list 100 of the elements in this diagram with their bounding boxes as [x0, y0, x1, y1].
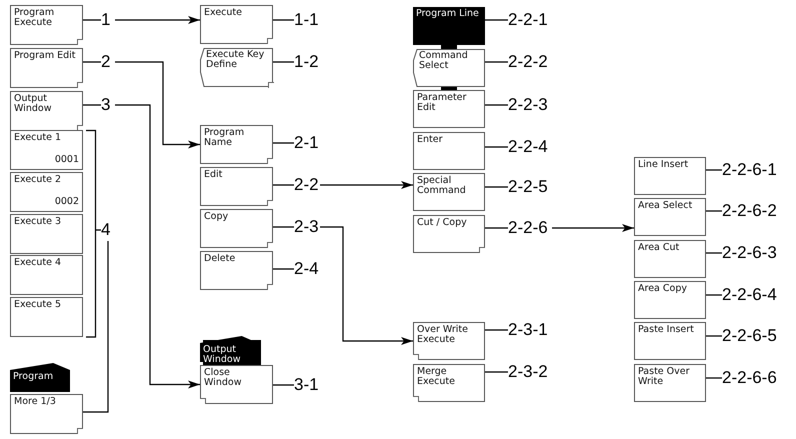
key-label: Close Window [204, 368, 242, 388]
leader-line [485, 19, 508, 21]
leader-line [706, 377, 722, 379]
key-label: Area Cut [638, 243, 680, 253]
softkey [200, 251, 273, 290]
softkey [413, 132, 485, 170]
callout-number: 2 [101, 51, 115, 73]
softkey [200, 365, 273, 404]
leader-line [485, 227, 508, 229]
key-label: Copy [204, 212, 230, 222]
callout-number: 2-2-6-5 [722, 325, 784, 347]
leader-line [485, 186, 508, 188]
arrow [115, 61, 200, 148]
callout-number: 2-2-2 [508, 51, 552, 73]
leader-line [273, 268, 294, 270]
softkey [413, 215, 485, 253]
key-label: Execute 2 [14, 175, 62, 185]
key-label: Merge Execute [417, 367, 456, 387]
softkey [200, 5, 273, 44]
key-value: 0002 [54, 197, 79, 207]
callout-number: 2-2-1 [508, 9, 552, 31]
softkey [10, 91, 83, 131]
key-label: Execute 1 [14, 133, 62, 143]
key-label: Over Write Execute [417, 325, 469, 345]
callout-number: 2-2-5 [508, 176, 552, 198]
softkey [634, 198, 706, 236]
softkey [200, 209, 273, 248]
leader-line [485, 61, 508, 63]
leader-line [273, 19, 294, 21]
key-label: Special Command [417, 176, 467, 196]
softkey [10, 5, 83, 45]
leader-line [83, 241, 109, 413]
leader-line [83, 19, 101, 21]
key-label: Program Edit [14, 51, 76, 61]
key-label: Edit [204, 170, 224, 180]
key-label: Program Line [416, 9, 480, 19]
arrow [115, 104, 200, 388]
key-label: Program [13, 372, 54, 382]
softkey [10, 297, 83, 337]
callout-number: 1-1 [294, 9, 320, 31]
leader-line [485, 371, 508, 373]
arrow [320, 226, 413, 345]
callout-number: 2-2 [294, 174, 320, 196]
softkey [413, 90, 485, 128]
softkey [413, 49, 485, 87]
key-label: Area Select [638, 201, 694, 211]
key-label: Paste Insert [638, 325, 695, 335]
callout-number: 2-4 [294, 258, 320, 280]
callout-number: 2-2-6-4 [722, 284, 784, 306]
key-label: Program Execute [14, 8, 56, 28]
leader-line [273, 226, 294, 228]
callout-number: 2-3 [294, 216, 320, 238]
menu-title-tab [10, 363, 70, 392]
key-label: Execute 4 [14, 258, 62, 268]
softkey [10, 394, 83, 434]
key-label: More 1/3 [14, 397, 57, 407]
key-value: 0001 [54, 155, 79, 165]
key-label: Execute Key Define [205, 50, 266, 70]
callout-number: 2-2-6-6 [722, 367, 784, 389]
callout-number: 3 [101, 94, 115, 116]
softkey [200, 167, 273, 206]
leader-line [706, 294, 722, 296]
callout-number: 1-2 [294, 51, 320, 73]
key-label: Execute 5 [14, 300, 62, 310]
callout-number: 4 [101, 219, 115, 241]
callout-number: 2-2-4 [508, 136, 552, 158]
callout-number: 2-3-2 [508, 361, 552, 383]
softkey [413, 173, 485, 211]
softkey [634, 364, 706, 402]
leader-line [485, 104, 508, 106]
leader-line [485, 146, 508, 148]
callout-number: 2-1 [294, 132, 320, 154]
key-label: Line Insert [638, 160, 690, 170]
callout-number: 2-2-6 [508, 217, 552, 239]
arrow [320, 181, 413, 189]
leader-line [706, 252, 722, 254]
key-label: Output Window [14, 94, 52, 114]
softkey [10, 172, 83, 212]
leader-line [706, 335, 722, 337]
softkey [10, 130, 83, 170]
softkey [413, 322, 485, 360]
callout-number: 2-2-6-3 [722, 242, 784, 264]
leader-line [706, 169, 722, 171]
callout-number: 2-2-6-2 [722, 200, 784, 222]
arrow [552, 224, 634, 232]
key-label: Delete [204, 254, 236, 264]
softkey [634, 240, 706, 278]
leader-line [273, 184, 294, 186]
softkey [10, 214, 83, 254]
key-label: Program Name [204, 128, 246, 148]
leader-line [273, 142, 294, 144]
key-label: Area Copy [638, 284, 688, 294]
key-label: Command Select [418, 51, 469, 71]
leader-line [273, 61, 294, 63]
softkey [200, 48, 273, 87]
softkey [200, 125, 273, 164]
softkey [413, 364, 485, 402]
callout-number: 2-2-3 [508, 94, 552, 116]
callout-number: 2-2-6-1 [722, 159, 784, 181]
key-label: Execute 3 [14, 217, 62, 227]
